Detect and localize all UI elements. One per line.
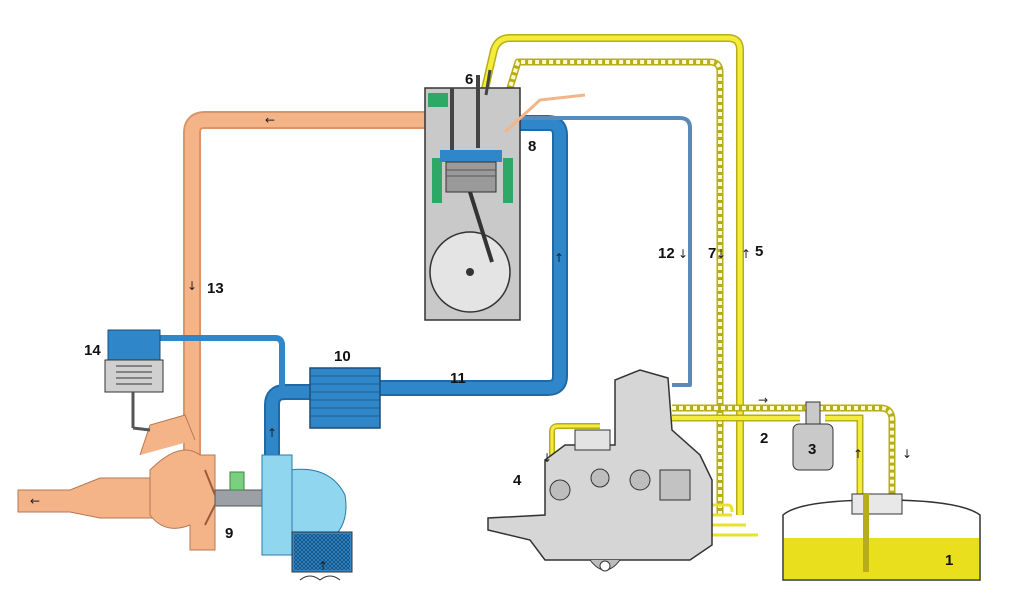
label-injection-pump: 4: [513, 472, 522, 489]
label-injector: 6: [465, 71, 473, 88]
label-engine: 8: [528, 138, 536, 155]
leak-off-line: [520, 116, 692, 387]
label-fuel-filter: 3: [808, 441, 816, 458]
overflow-return-line-fill: [672, 406, 894, 500]
label-intake-pipe: 11: [450, 370, 466, 387]
air-filter-icon: [291, 531, 353, 581]
exhaust-pipe-fill: [185, 113, 452, 460]
intake-air-pipe-fill: [378, 117, 566, 394]
label-leak-off-line: 12: [658, 245, 675, 262]
flow-arrow-airfilter: ↑: [318, 559, 328, 573]
label-high-pressure-line: 5: [755, 243, 763, 260]
flow-arrow-tank-down: ↓: [902, 447, 912, 461]
label-return-line: 7: [708, 245, 716, 262]
turbocharger-icon: [17, 414, 347, 556]
tank-to-filter-line-fill: [825, 416, 862, 500]
fuel-filter-icon: [792, 401, 834, 471]
wastegate-actuator-icon: [104, 329, 164, 432]
flow-arrow-11: ↑: [554, 251, 564, 265]
label-exhaust-pipe: 13: [207, 280, 224, 297]
label-intercooler: 10: [334, 348, 351, 365]
flow-arrow-exhaust-out: ←: [30, 494, 40, 508]
engine-cylinder-icon: [424, 69, 586, 321]
injection-lines-bundle: [710, 503, 758, 537]
flow-arrow-tank-up: ↑: [853, 447, 863, 461]
label-supply-line: 2: [760, 430, 768, 447]
flow-arrow-13: ↓: [187, 279, 197, 293]
flow-arrow-exhaust-top: ←: [265, 113, 275, 127]
fuel-tank-icon: [782, 493, 981, 581]
intercooler-icon: [309, 367, 381, 429]
pump-inlet-line-fill: [550, 424, 600, 462]
compressor-outlet-pipe-fill: [266, 386, 310, 460]
flow-arrow-5: ↑: [741, 247, 751, 261]
label-wastegate: 14: [84, 342, 101, 359]
label-turbocharger: 9: [225, 525, 233, 542]
fuel-supply-line-fill: [469, 35, 743, 515]
label-fuel-tank: 1: [945, 552, 953, 569]
boost-signal-line: [160, 335, 285, 392]
flow-arrow-7: ↓: [716, 247, 726, 261]
flow-arrow-12: ↓: [678, 247, 688, 261]
flow-arrow-compressor: ↑: [267, 426, 277, 440]
injection-pump-icon: [487, 369, 713, 572]
fuel-return-line-fill: [498, 60, 722, 515]
flow-arrow-return: →: [758, 393, 768, 407]
flow-arrow-pump-in: ↓: [542, 451, 552, 465]
